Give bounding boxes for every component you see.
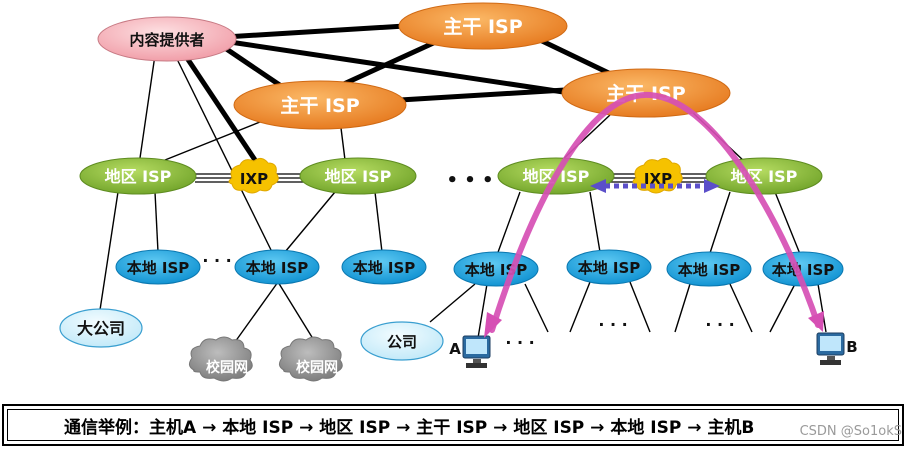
svg-text:校园网: 校园网 xyxy=(296,359,338,376)
local-isp-3: 本地 ISP xyxy=(341,249,427,285)
ellipsis-bottom-1: · · · xyxy=(598,315,627,334)
regional-isp-1: 地区 ISP xyxy=(79,157,197,195)
path-arrowhead-a xyxy=(484,312,502,338)
ellipsis-local-left: · · · xyxy=(202,251,231,270)
svg-text:本地 ISP: 本地 ISP xyxy=(127,259,190,277)
host-b-label: B xyxy=(846,338,857,356)
diagram-canvas: 主干 ISP 主干 ISP 主干 ISP 内容提供者 地区 ISP 地区 ISP… xyxy=(59,2,858,382)
local-isp-6: 本地 ISP xyxy=(666,251,752,287)
svg-text:校园网: 校园网 xyxy=(206,359,248,376)
ellipsis-bottom-2: · · · xyxy=(705,315,734,334)
caption-text: 通信举例：主机A → 本地 ISP → 地区 ISP → 主干 ISP → 地区… xyxy=(7,409,899,441)
svg-text:地区 ISP: 地区 ISP xyxy=(105,167,172,186)
svg-text:本地 ISP: 本地 ISP xyxy=(772,261,835,279)
svg-text:地区 ISP: 地区 ISP xyxy=(325,167,392,186)
ellipsis-hosts: · · · xyxy=(505,333,534,352)
host-b-computer-icon xyxy=(816,332,845,365)
svg-text:本地 ISP: 本地 ISP xyxy=(578,259,641,277)
local-isp-1: 本地 ISP xyxy=(115,249,201,285)
backbone-isp-left: 主干 ISP xyxy=(233,80,407,130)
svg-text:公司: 公司 xyxy=(387,333,417,351)
company: 公司 xyxy=(360,321,444,361)
campus-network-1: 校园网 xyxy=(188,336,253,382)
content-provider: 内容提供者 xyxy=(97,16,237,62)
backbone-links xyxy=(182,23,617,162)
backbone-isp-top: 主干 ISP xyxy=(398,2,568,50)
local-isp-4: 本地 ISP xyxy=(453,251,539,287)
watermark: CSDN @So1okS xyxy=(799,424,902,439)
svg-text:IXP: IXP xyxy=(240,170,268,188)
svg-text:主干 ISP: 主干 ISP xyxy=(443,16,522,38)
host-a-label: A xyxy=(449,340,461,358)
host-a-computer-icon xyxy=(462,335,491,368)
svg-text:大公司: 大公司 xyxy=(77,319,125,338)
regional-isp-2: 地区 ISP xyxy=(299,157,417,195)
path-arrowhead-b xyxy=(808,311,824,332)
svg-text:主干 ISP: 主干 ISP xyxy=(280,95,359,117)
local-isp-2: 本地 ISP xyxy=(234,249,320,285)
campus-network-2: 校园网 xyxy=(278,336,343,382)
regional-isp-4: 地区 ISP xyxy=(705,157,823,195)
caption-box: 通信举例：主机A → 本地 ISP → 地区 ISP → 主干 ISP → 地区… xyxy=(2,404,904,446)
svg-text:IXP: IXP xyxy=(644,170,672,188)
svg-text:本地 ISP: 本地 ISP xyxy=(678,261,741,279)
svg-text:内容提供者: 内容提供者 xyxy=(129,31,204,49)
svg-text:本地 ISP: 本地 ISP xyxy=(353,259,416,277)
access-links xyxy=(99,54,827,343)
ixp-right: IXP xyxy=(632,157,683,194)
ellipsis-regions: • • • xyxy=(446,170,493,191)
local-isp-5: 本地 ISP xyxy=(566,249,652,285)
ixp-left: IXP xyxy=(228,157,279,194)
big-company: 大公司 xyxy=(59,308,143,348)
communication-path-arrow xyxy=(489,91,821,333)
svg-text:本地 ISP: 本地 ISP xyxy=(246,259,309,277)
ixp-traffic-arrow xyxy=(590,179,720,193)
